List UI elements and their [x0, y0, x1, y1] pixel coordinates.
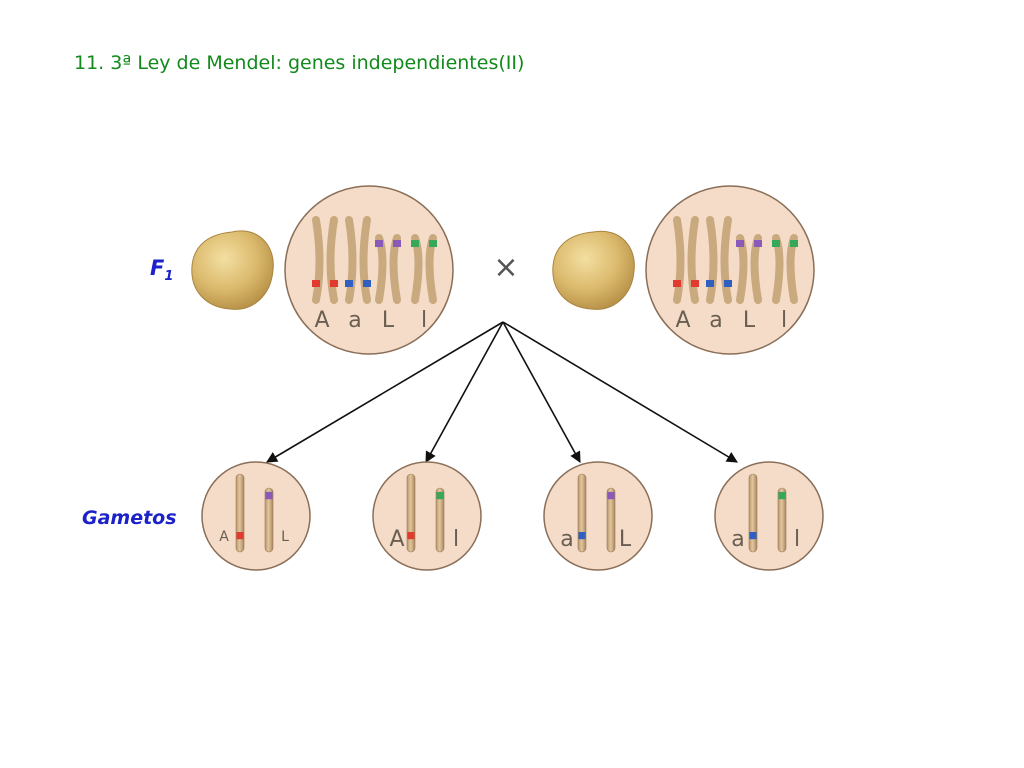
f1-chromosomes-right-L-band-a [736, 240, 744, 247]
f1-chromosomes-right-A-chromatid-b [687, 216, 699, 304]
gamete-4-short-chromosome-allele-band [778, 492, 786, 500]
f1-chromosomes-left-A-band-b [330, 280, 338, 287]
f1-chromosomes-right-l-chromatid-a [772, 234, 784, 304]
f1-chromosomes-left-L-chromatid-a [375, 234, 387, 304]
f1-chromosomes-right-l-band-a [772, 240, 780, 247]
f1-chromosomes-right-a-chromatid-b [720, 216, 732, 304]
f1-chromosomes-left-l-band-a [411, 240, 419, 247]
f1-subscript: 1 [164, 269, 174, 285]
f1-chromosomes-left-A-band-a [312, 280, 320, 287]
cross-sign: × [493, 250, 518, 285]
gamete-cell-1 [201, 461, 311, 571]
f1-label: F1 [150, 256, 173, 284]
f1-chromosomes-right-l-band-b [790, 240, 798, 247]
f1-chromosomes-right-L-chromatid-a [736, 234, 748, 304]
f1-left-allele-3: L [382, 308, 395, 333]
pea-image-right [552, 230, 635, 310]
f1-right-allele-4: l [781, 308, 787, 333]
gamete-4-allele-2: l [794, 527, 800, 552]
f1-chromosomes-left-a-chromatid-a [345, 216, 357, 304]
f1-chromosomes-left-L-band-a [375, 240, 383, 247]
f1-chromosomes-right-a-band-a [706, 280, 714, 287]
gamete-1-allele-2: L [281, 529, 289, 545]
f1-chromosomes-left-a-chromatid-b [359, 216, 371, 304]
f1-right-allele-1: A [675, 308, 690, 333]
gamete-cell-4 [714, 461, 824, 571]
gamete-4-long-chromosome-allele-band [749, 532, 757, 540]
gamete-3-long-chromosome-allele-band [578, 532, 586, 540]
gamete-1-allele-1: A [219, 529, 229, 545]
gamete-2-long-chromosome [406, 473, 416, 553]
f1-chromosomes-right-A-band-b [691, 280, 699, 287]
gamete-3-short-chromosome-allele-band [607, 492, 615, 500]
f1-left-allele-1: A [314, 308, 329, 333]
gametes-label: Gametos [82, 507, 177, 529]
f1-left-allele-4: l [421, 308, 427, 333]
gamete-1-short-chromosome-allele-band [265, 492, 273, 500]
gamete-3-short-chromosome [606, 487, 616, 553]
gamete-1-long-chromosome [235, 473, 245, 553]
gamete-2-short-chromosome-allele-band [436, 492, 444, 500]
gamete-1-long-chromosome-allele-band [236, 532, 244, 540]
gamete-cell-3 [543, 461, 653, 571]
gamete-3-allele-2: L [619, 527, 632, 552]
f1-cell-right [645, 185, 815, 355]
gamete-4-short-chromosome [777, 487, 787, 553]
f1-cell-left [284, 185, 454, 355]
f1-chromosomes-left-L-chromatid-b [389, 234, 401, 304]
f1-chromosomes-right-a-chromatid-a [706, 216, 718, 304]
f1-chromosomes-right [673, 216, 798, 304]
f1-chromosomes-left [312, 216, 437, 304]
gamete-cell-2 [372, 461, 482, 571]
f1-chromosomes-left-l-band-b [429, 240, 437, 247]
f1-chromosomes-left-A-chromatid-a [312, 216, 324, 304]
arrow-to-gamete-3 [502, 321, 581, 463]
gamete-4-long-chromosome [748, 473, 758, 553]
f1-chromosomes-right-a-band-b [724, 280, 732, 287]
f1-chromosomes-right-A-band-a [673, 280, 681, 287]
gamete-1-short-chromosome [264, 487, 274, 553]
f1-chromosomes-right-L-band-b [754, 240, 762, 247]
arrow-to-gamete-1 [266, 321, 504, 463]
f1-chromosomes-right-L-chromatid-b [750, 234, 762, 304]
pea-image-left [191, 230, 274, 310]
gamete-3-allele-1: a [560, 527, 573, 552]
f1-chromosomes-right-A-chromatid-a [673, 216, 685, 304]
f1-chromosomes-right-l-chromatid-b [786, 234, 798, 304]
f1-left-allele-2: a [348, 308, 361, 333]
arrow-to-gamete-4 [502, 321, 738, 463]
gamete-2-allele-2: l [453, 527, 459, 552]
gamete-2-short-chromosome [435, 487, 445, 553]
gamete-chromosomes [235, 473, 787, 553]
gamete-3-long-chromosome [577, 473, 587, 553]
arrow-to-gamete-2 [425, 321, 504, 463]
page-title: 11. 3ª Ley de Mendel: genes independient… [74, 52, 525, 74]
f1-letter: F [150, 256, 165, 280]
gamete-2-allele-1: A [389, 527, 404, 552]
f1-chromosomes-left-a-band-b [363, 280, 371, 287]
gamete-4-allele-1: a [731, 527, 744, 552]
f1-chromosomes-left-l-chromatid-a [411, 234, 423, 304]
f1-chromosomes-left-a-band-a [345, 280, 353, 287]
f1-chromosomes-left-L-band-b [393, 240, 401, 247]
f1-chromosomes-left-A-chromatid-b [326, 216, 338, 304]
f1-right-allele-3: L [743, 308, 756, 333]
f1-chromosomes-left-l-chromatid-b [425, 234, 437, 304]
gamete-arrows [266, 321, 738, 463]
f1-right-allele-2: a [709, 308, 722, 333]
gamete-2-long-chromosome-allele-band [407, 532, 415, 540]
